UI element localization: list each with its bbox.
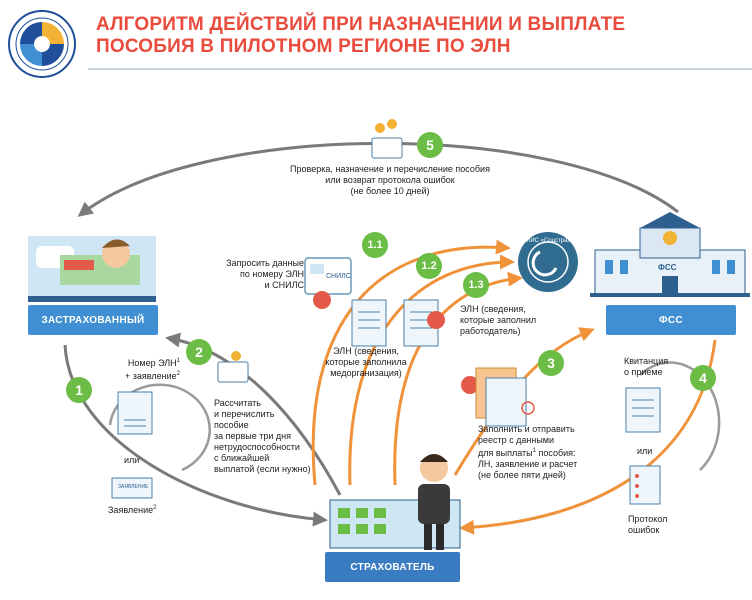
receipt-label: Квитанция о приеме bbox=[624, 356, 669, 377]
protocol-label: Протокол ошибок bbox=[628, 514, 668, 535]
registry-doc-icon bbox=[475, 367, 535, 427]
pen-icon bbox=[313, 291, 479, 394]
application-doc-text: ЗАЯВЛЕНИЕ bbox=[118, 484, 149, 490]
header-divider bbox=[88, 68, 752, 70]
insured-illustration bbox=[28, 236, 156, 302]
eis-logo-icon bbox=[518, 232, 578, 292]
application-doc-bottom-icon bbox=[111, 477, 153, 499]
protocol-doc-icon bbox=[629, 465, 661, 505]
step-badge-5: 5 bbox=[417, 132, 443, 158]
step-badge-1-2: 1.2 bbox=[416, 253, 442, 279]
step1-bottom-label: Заявление2 bbox=[108, 505, 157, 515]
or-right-label: или bbox=[637, 446, 653, 456]
step-badge-1-1: 1.1 bbox=[362, 232, 388, 258]
eis-logo-text: ЕИИС «Соцстрах» bbox=[522, 238, 574, 244]
title-line-1: АЛГОРИТМ ДЕЙСТВИЙ ПРИ НАЗНАЧЕНИИ И ВЫПЛА… bbox=[96, 14, 626, 35]
receipt-doc-icon bbox=[625, 387, 661, 433]
step-badge-1-3: 1.3 bbox=[463, 272, 489, 298]
title-line-2: ПОСОБИЯ В ПИЛОТНОМ РЕГИОНЕ ПО ЭЛН bbox=[96, 36, 511, 57]
fss-box: ФСС bbox=[606, 305, 736, 335]
eln-med-label: ЭЛН (сведения, которые заполнила медорга… bbox=[325, 346, 407, 378]
snils-card-icon bbox=[304, 257, 352, 295]
or-left-label: или bbox=[124, 455, 140, 465]
employer-box: СТРАХОВАТЕЛЬ bbox=[325, 552, 460, 582]
step-badge-3: 3 bbox=[538, 350, 564, 376]
employer-person-illustration bbox=[418, 454, 450, 550]
fss-building-illustration bbox=[590, 212, 750, 297]
snils-text: СНИЛС bbox=[326, 273, 351, 280]
step11-label: Запросить данные по номеру ЭЛН и СНИЛС bbox=[226, 258, 304, 290]
fss-logo-icon bbox=[8, 10, 76, 78]
page-title: АЛГОРИТМ ДЕЙСТВИЙ ПРИ НАЗНАЧЕНИИ И ВЫПЛА… bbox=[96, 14, 625, 58]
step-badge-1: 1 bbox=[66, 377, 92, 403]
application-doc-top-icon bbox=[117, 391, 153, 435]
step-badge-4: 4 bbox=[690, 365, 716, 391]
step5-label: Проверка, назначение и перечисление посо… bbox=[290, 164, 490, 196]
step2-label: Рассчитать и перечислить пособие за перв… bbox=[214, 398, 311, 474]
fss-building-sign: ФСС bbox=[658, 263, 677, 272]
step3-label: Заполнить и отправить реестр с данными д… bbox=[478, 424, 578, 480]
payment-card-icon bbox=[217, 119, 403, 383]
header: АЛГОРИТМ ДЕЙСТВИЙ ПРИ НАЗНАЧЕНИИ И ВЫПЛА… bbox=[0, 0, 752, 84]
eln-med-doc-icon bbox=[351, 299, 387, 347]
insured-box: ЗАСТРАХОВАННЫЙ bbox=[28, 305, 158, 335]
step-badge-2: 2 bbox=[186, 339, 212, 365]
eln-emp-label: ЭЛН (сведения, которые заполнил работода… bbox=[460, 304, 537, 336]
arrow-step-1-2 bbox=[348, 254, 515, 486]
step1-top-label: Номер ЭЛН1 + заявление2 bbox=[125, 358, 180, 381]
